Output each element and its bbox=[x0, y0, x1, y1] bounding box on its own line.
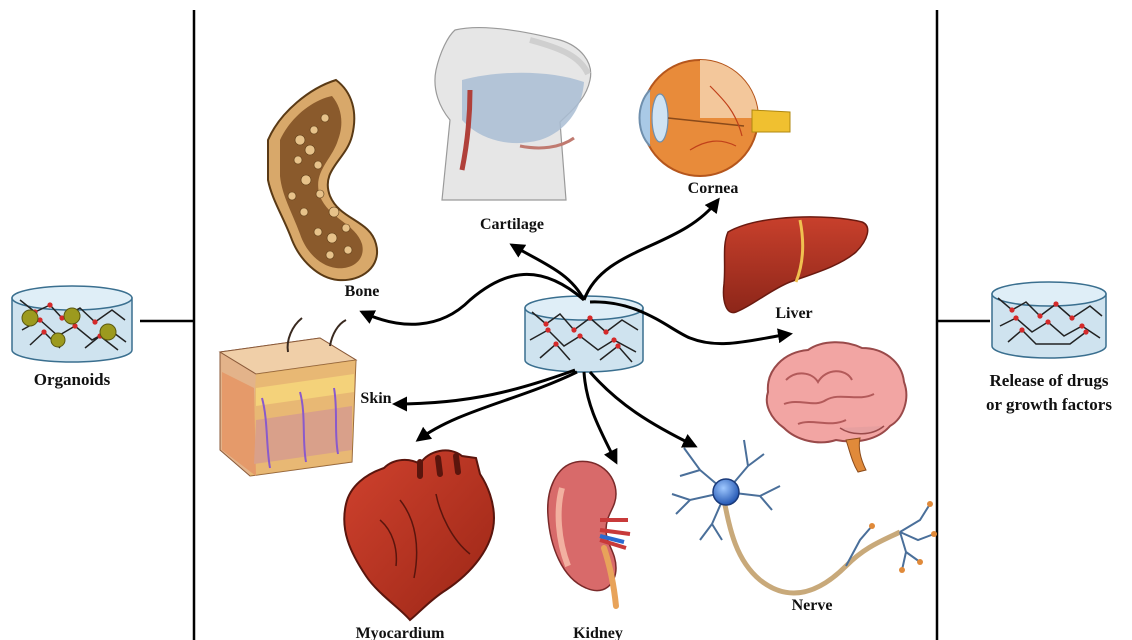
arrow-to-myocardium bbox=[418, 372, 577, 440]
release-hydrogel bbox=[992, 282, 1106, 358]
release-label-line1: Release of drugs bbox=[990, 371, 1109, 390]
brain-illustration bbox=[767, 342, 907, 472]
liver-illustration bbox=[724, 217, 868, 313]
kidney-label: Kidney bbox=[573, 625, 623, 640]
organoids-label: Organoids bbox=[34, 370, 111, 389]
myocardium-label: Myocardium bbox=[356, 625, 446, 640]
myocardium-heart-illustration bbox=[344, 450, 494, 620]
kidney-illustration bbox=[548, 461, 630, 606]
release-label-line2: or growth factors bbox=[986, 395, 1112, 414]
cartilage-illustration bbox=[435, 28, 591, 200]
skin-label: Skin bbox=[360, 390, 391, 407]
neuron-illustration bbox=[672, 440, 937, 593]
arrow-to-cornea bbox=[584, 200, 718, 300]
cornea-label: Cornea bbox=[688, 180, 739, 197]
organoids-hydrogel bbox=[12, 286, 132, 362]
arrow-to-skin bbox=[395, 370, 575, 404]
arrow-to-nerve bbox=[590, 372, 695, 446]
bone-label: Bone bbox=[345, 283, 380, 300]
cartilage-label: Cartilage bbox=[480, 216, 544, 233]
nerve-label: Nerve bbox=[792, 597, 833, 614]
arrow-to-kidney bbox=[584, 372, 616, 462]
liver-label: Liver bbox=[775, 305, 812, 322]
bone-illustration bbox=[268, 80, 377, 280]
skin-illustration bbox=[220, 318, 356, 476]
cornea-eye-illustration bbox=[640, 60, 791, 176]
